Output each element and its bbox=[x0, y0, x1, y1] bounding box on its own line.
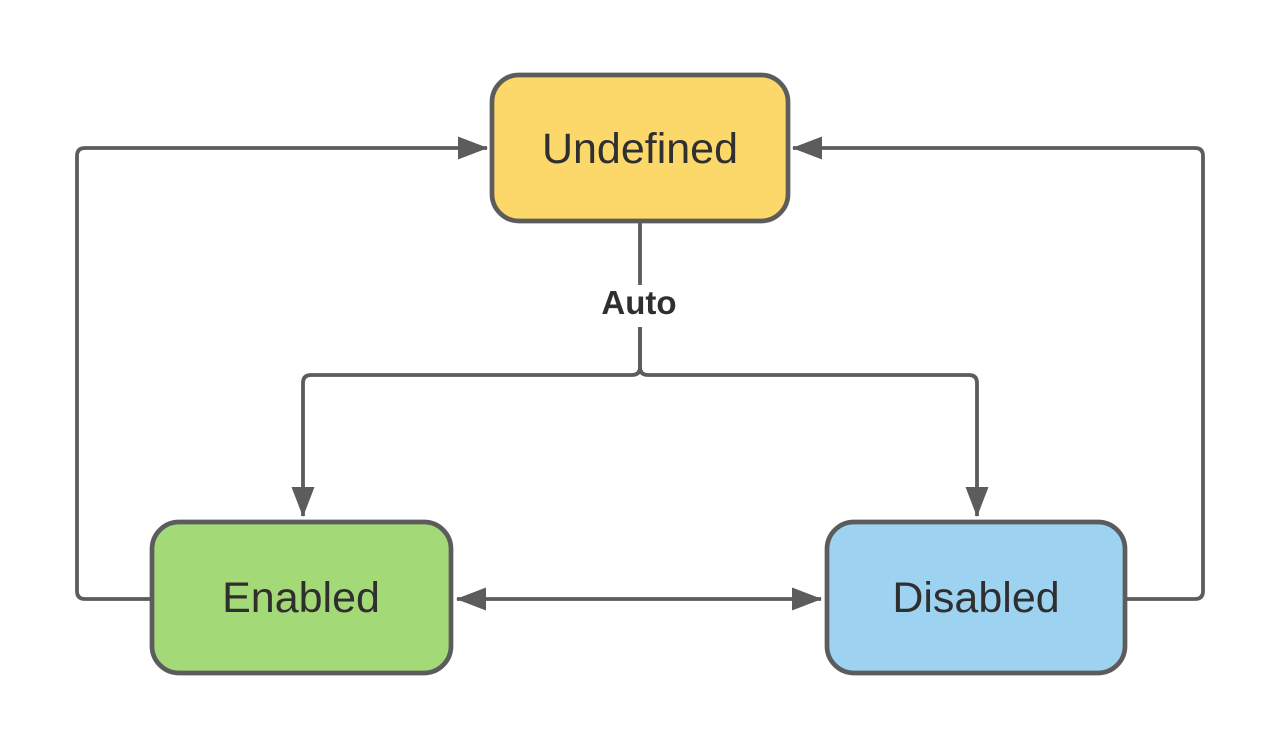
edge-disabled-to-undefined bbox=[792, 136, 1205, 601]
edge-label-auto: Auto bbox=[601, 284, 676, 321]
state-node-disabled bbox=[824, 519, 1128, 676]
state-node-enabled bbox=[149, 519, 454, 676]
edge-undefined-to-disabled bbox=[638, 327, 989, 517]
edge-undefined-to-enabled bbox=[291, 327, 642, 517]
node-label-enabled: Enabled bbox=[222, 574, 380, 622]
edge-enabled-to-undefined bbox=[75, 136, 488, 601]
node-label-undefined: Undefined bbox=[542, 125, 738, 173]
state-node-undefined bbox=[489, 72, 791, 224]
node-label-disabled: Disabled bbox=[892, 574, 1059, 622]
